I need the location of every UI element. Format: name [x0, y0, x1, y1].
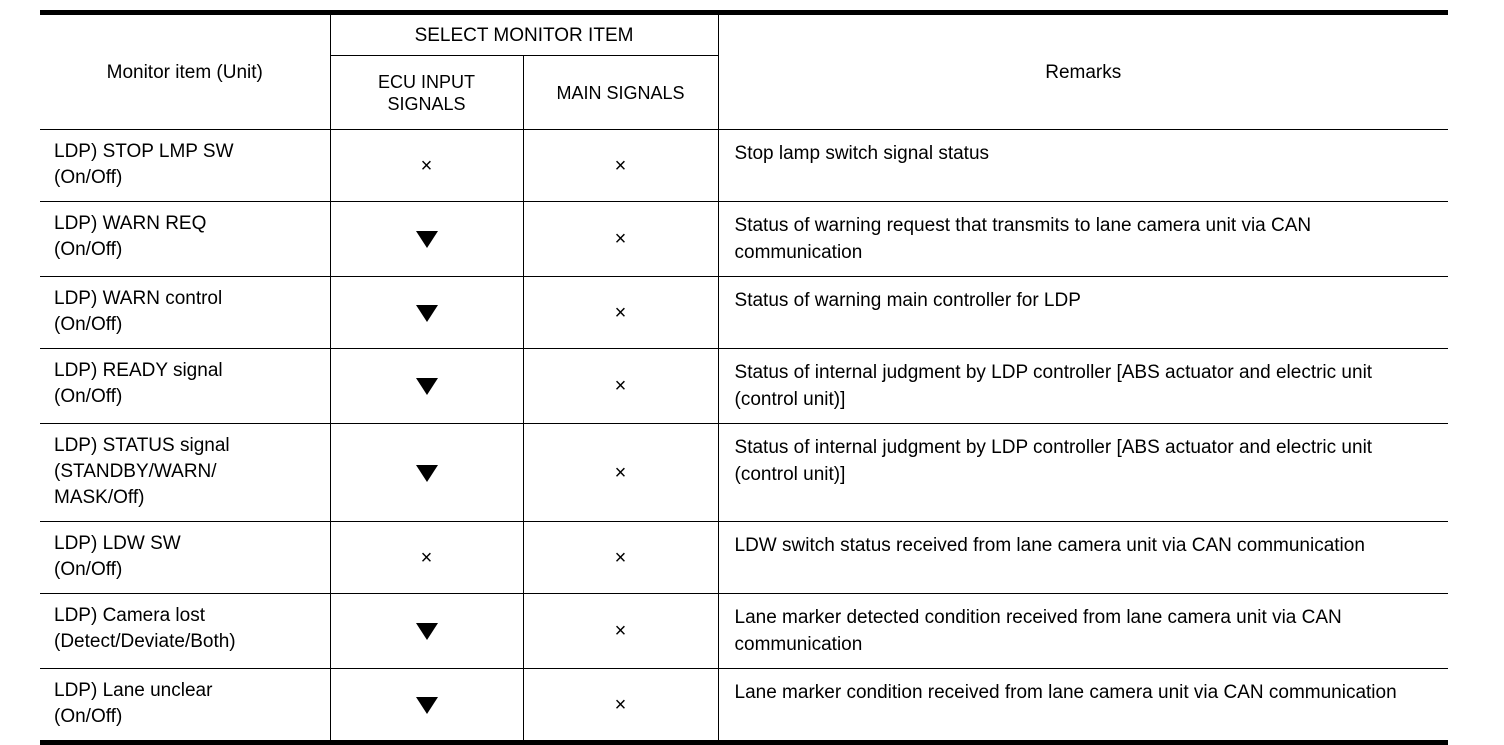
table-row: LDP) STATUS signal (STANDBY/WARN/MASK/Off…: [40, 423, 1449, 522]
column-header-ecu-input-signals: ECU INPUT SIGNALS: [330, 55, 524, 130]
monitor-item-cell: LDP) LDW SW (On/Off): [40, 521, 331, 594]
main-signals-cell: ×: [522, 521, 719, 594]
cross-icon: ×: [614, 620, 627, 642]
monitor-item-line-1: LDP) WARN REQ: [54, 213, 207, 234]
triangle-down-icon: [415, 464, 438, 482]
monitor-item-line-2: (On/Off): [54, 314, 123, 335]
table-row: LDP) WARN control (On/Off) × Status of warn…: [40, 276, 1449, 349]
main-signals-cell: ×: [522, 276, 719, 349]
monitor-item-line-3: MASK/Off): [54, 487, 145, 508]
cross-icon: ×: [614, 693, 627, 716]
remarks-cell: Stop lamp switch signal status: [717, 129, 1449, 202]
table-body: LDP) STOP LMP SW (On/Off) × × Stop lamp swit…: [40, 129, 1449, 743]
remarks-cell: Status of internal judgment by LDP contr…: [717, 348, 1449, 424]
table-row: LDP) LDW SW (On/Off) × × LDW switch status r…: [40, 521, 1449, 594]
ecu-input-signals-cell: [329, 593, 524, 669]
ecu-input-signals-line-2: SIGNALS: [387, 93, 466, 114]
remarks-cell: Status of internal judgment by LDP contr…: [717, 423, 1449, 522]
column-header-main-signals: MAIN SIGNALS: [522, 55, 719, 130]
remarks-cell: LDW switch status received from lane cam…: [717, 521, 1449, 594]
table-row: LDP) STOP LMP SW (On/Off) × × Stop lamp swit…: [40, 129, 1449, 202]
monitor-item-cell: LDP) STATUS signal (STANDBY/WARN/MASK/Off…: [40, 423, 331, 522]
monitor-item-line-2: (On/Off): [54, 706, 123, 727]
monitor-item-cell: LDP) STOP LMP SW (On/Off): [40, 129, 331, 202]
monitor-item-line-2: (On/Off): [54, 167, 123, 188]
cross-icon: ×: [614, 461, 627, 484]
monitor-item-line-1: LDP) WARN control: [54, 288, 223, 309]
column-header-select-monitor-item: SELECT MONITOR ITEM: [329, 12, 719, 56]
ecu-input-signals-cell: [329, 276, 524, 349]
triangle-down-icon: [415, 696, 438, 714]
triangle-down-icon: [415, 304, 438, 322]
remarks-cell: Status of warning request that transmits…: [717, 201, 1449, 277]
cross-icon: ×: [614, 228, 627, 250]
remarks-cell: Lane marker condition received from lane…: [717, 668, 1449, 743]
cross-icon: ×: [614, 154, 627, 177]
remarks-cell: Lane marker detected condition received …: [717, 593, 1449, 669]
monitor-item-line-2: (On/Off): [54, 239, 123, 260]
column-header-remarks: Remarks: [717, 12, 1449, 130]
monitor-item-line-2: (On/Off): [54, 386, 123, 407]
triangle-down-icon: [415, 378, 438, 396]
monitor-item-line-1: LDP) READY signal: [54, 360, 223, 381]
monitor-item-line-2: (On/Off): [54, 559, 123, 580]
table-row: LDP) WARN REQ (On/Off) × Status of warning …: [40, 201, 1449, 277]
monitor-item-line-1: LDP) Camera lost: [54, 605, 205, 626]
table-row: LDP) Lane unclear (On/Off) × Lane marker co…: [40, 668, 1449, 743]
main-signals-cell: ×: [522, 423, 719, 522]
cross-icon: ×: [420, 154, 433, 177]
main-signals-cell: ×: [522, 668, 719, 743]
monitor-item-cell: LDP) Camera lost (Detect/Deviate/Both): [40, 593, 331, 669]
monitor-item-cell: LDP) READY signal (On/Off): [40, 348, 331, 424]
ecu-input-signals-cell: [329, 348, 524, 424]
ecu-input-signals-line-1: ECU INPUT: [377, 71, 475, 92]
table-row: LDP) Camera lost (Detect/Deviate/Both) × La…: [40, 593, 1449, 669]
monitor-item-line-1: LDP) STOP LMP SW: [54, 141, 234, 162]
cross-icon: ×: [614, 375, 627, 397]
cross-icon: ×: [420, 546, 433, 569]
triangle-down-icon: [415, 231, 438, 249]
monitor-item-line-1: LDP) Lane unclear: [54, 680, 213, 701]
ecu-input-signals-cell: [329, 423, 524, 522]
ecu-input-signals-cell: [329, 668, 524, 743]
table-row: LDP) READY signal (On/Off) × Status of inte…: [40, 348, 1449, 424]
main-signals-cell: ×: [522, 593, 719, 669]
main-signals-cell: ×: [522, 348, 719, 424]
triangle-down-icon: [415, 623, 438, 641]
column-header-monitor-item: Monitor item (Unit): [40, 12, 331, 130]
monitor-item-line-1: LDP) STATUS signal: [54, 435, 230, 456]
cross-icon: ×: [614, 301, 627, 324]
main-signals-cell: ×: [522, 129, 719, 202]
monitor-item-cell: LDP) WARN REQ (On/Off): [40, 201, 331, 277]
monitor-item-line-2: (STANDBY/WARN/: [54, 461, 217, 482]
remarks-cell: Status of warning main controller for LD…: [717, 276, 1449, 349]
monitor-item-table: Monitor item (Unit) SELECT MONITOR ITEM …: [40, 10, 1449, 745]
table-header: Monitor item (Unit) SELECT MONITOR ITEM …: [40, 12, 1449, 130]
ecu-input-signals-cell: ×: [329, 129, 524, 202]
main-signals-cell: ×: [522, 201, 719, 277]
ecu-input-signals-cell: ×: [329, 521, 524, 594]
ecu-input-signals-cell: [329, 201, 524, 277]
header-row-top: Monitor item (Unit) SELECT MONITOR ITEM …: [40, 12, 1449, 130]
monitor-item-cell: LDP) Lane unclear (On/Off): [40, 668, 331, 743]
cross-icon: ×: [614, 546, 627, 569]
monitor-item-line-1: LDP) LDW SW: [54, 533, 181, 554]
monitor-item-line-2: (Detect/Deviate/Both): [54, 631, 236, 652]
monitor-item-cell: LDP) WARN control (On/Off): [40, 276, 331, 349]
